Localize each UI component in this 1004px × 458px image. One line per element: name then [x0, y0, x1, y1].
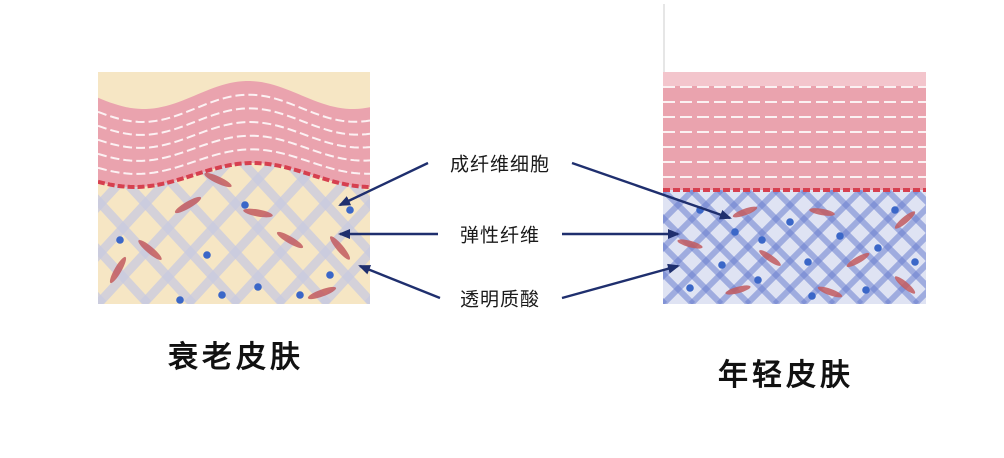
aged-skin-illustration [0, 72, 370, 304]
aged-dermal-boundary [98, 161, 370, 189]
aged-fiber [0, 152, 13, 304]
young-fiber [884, 187, 926, 234]
young-epidermis-top [663, 72, 926, 86]
young-hyaluronic-dot [718, 261, 726, 269]
young-fiber [856, 187, 926, 262]
young-fiber [912, 288, 926, 304]
young-fiber [772, 187, 892, 304]
arrow-fibroblast-left [338, 161, 429, 207]
young-hyaluronic-dot [891, 206, 899, 214]
aged-fibroblast [109, 256, 127, 284]
aged-hyaluronic-dot [254, 283, 262, 291]
young-fibroblast [809, 208, 835, 216]
young-fibroblast [677, 239, 703, 249]
young-hyaluronic-dot [686, 284, 694, 292]
pointer-arrows [338, 161, 732, 300]
aged-fibroblast [138, 239, 162, 261]
aged-fiber [274, 148, 370, 259]
arrow-fibroblast-right [571, 161, 732, 220]
aged-hyaluronic-dot [218, 291, 226, 299]
young-hyaluronic-dot [874, 244, 882, 252]
young-fiber [523, 190, 637, 304]
young-hyaluronic-dot [754, 276, 762, 284]
young-fibroblast [894, 211, 916, 229]
aged-hyaluronic-dot [296, 291, 304, 299]
aged-fibroblast-cells [109, 172, 351, 300]
young-fiber [971, 190, 1004, 304]
aged-hyaluronic-dot [346, 206, 354, 214]
young-fiber [828, 187, 926, 290]
aged-epidermis-layers [98, 93, 370, 175]
label-fibroblast: 成纤维细胞 [449, 153, 551, 176]
arrow-hyaluronic-right [561, 263, 680, 300]
aged-epidermis-layer [98, 121, 370, 149]
aged-fiber [0, 152, 58, 304]
young-fiber [663, 187, 780, 304]
young-fiber [688, 187, 808, 304]
young-hyaluronic-dot [911, 258, 919, 266]
young-fiber [663, 187, 696, 225]
aged-fiber [0, 152, 13, 304]
young-hyaluronic-dot [836, 232, 844, 240]
aged-hyaluronic-dot [326, 271, 334, 279]
aged-fiber [98, 291, 107, 304]
young-hyaluronic-dot [758, 236, 766, 244]
young-hyaluronic-dot [786, 218, 794, 226]
young-fibroblast [725, 285, 751, 295]
young-hyaluronic-dot [804, 258, 812, 266]
young-fiber [943, 190, 1004, 304]
aged-fibroblast [329, 236, 351, 260]
aged-fibroblast [307, 286, 337, 300]
aged-epidermis-layer [98, 148, 370, 175]
aged-epidermis-layer [98, 134, 370, 162]
young-fibroblast-cells [677, 206, 916, 298]
young-fibroblast [817, 286, 843, 298]
arrow-hyaluronic-left [358, 264, 441, 300]
young-hyaluronic-dot [808, 292, 816, 300]
young-fiber [744, 187, 864, 304]
young-fibroblast [732, 206, 758, 218]
aged-hyaluronic-dot [116, 236, 124, 244]
aged-fibroblast [174, 196, 202, 214]
aged-epidermis-layer [98, 107, 370, 136]
young-hyaluronic-dot [862, 286, 870, 294]
aged-hyaluronic-dot [176, 296, 184, 304]
young-fibroblast [759, 250, 781, 266]
young-fiber [663, 188, 668, 197]
aged-hyaluronic-dot [241, 201, 249, 209]
young-fiber [663, 269, 696, 304]
young-fiber [523, 190, 637, 304]
label-hyaluronic-acid: 透明质酸 [459, 288, 541, 311]
aged-fibroblast [276, 231, 304, 249]
young-hyaluronic-dot [731, 228, 739, 236]
caption-young-skin: 年轻皮肤 [718, 358, 854, 393]
aged-fibroblast [243, 208, 273, 218]
aged-fiber [319, 246, 370, 304]
young-fiber [716, 187, 836, 304]
aged-fiber [0, 152, 58, 304]
caption-aged-skin: 衰老皮肤 [168, 340, 304, 375]
young-fiber [663, 241, 724, 304]
aged-fibroblast [204, 172, 232, 188]
young-fibroblast [894, 276, 916, 294]
young-skin-illustration [523, 72, 1004, 304]
young-fiber [943, 190, 1004, 304]
aged-fiber [98, 148, 107, 165]
young-fiber [971, 190, 1004, 304]
young-fibroblast [846, 252, 870, 268]
aged-hyaluronic-dots [116, 201, 354, 304]
young-fiber [912, 187, 926, 206]
young-epidermis-layers [663, 72, 926, 178]
label-elastic-fiber: 弹性纤维 [459, 224, 541, 247]
aged-hyaluronic-dot [203, 251, 211, 259]
aged-epidermis-layer [98, 93, 370, 123]
young-fiber [663, 297, 668, 304]
